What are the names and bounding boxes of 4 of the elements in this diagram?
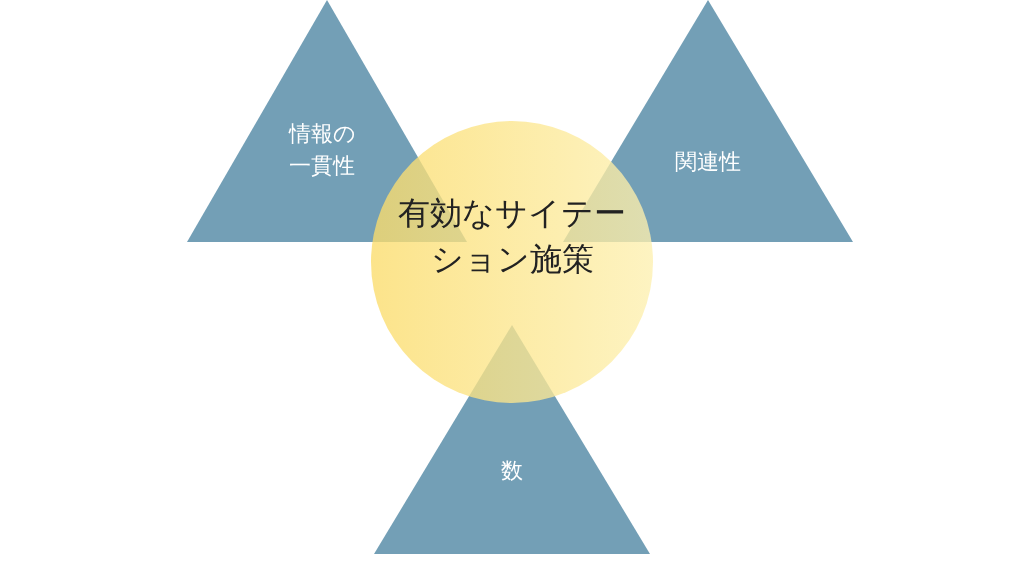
triangle-label: 関連性 [674, 148, 742, 176]
triangle-label: 情報の一貫性 [287, 120, 357, 180]
circle-label: 有効なサイテーション施策 [397, 193, 627, 281]
triangle-label: 数 [500, 457, 524, 485]
